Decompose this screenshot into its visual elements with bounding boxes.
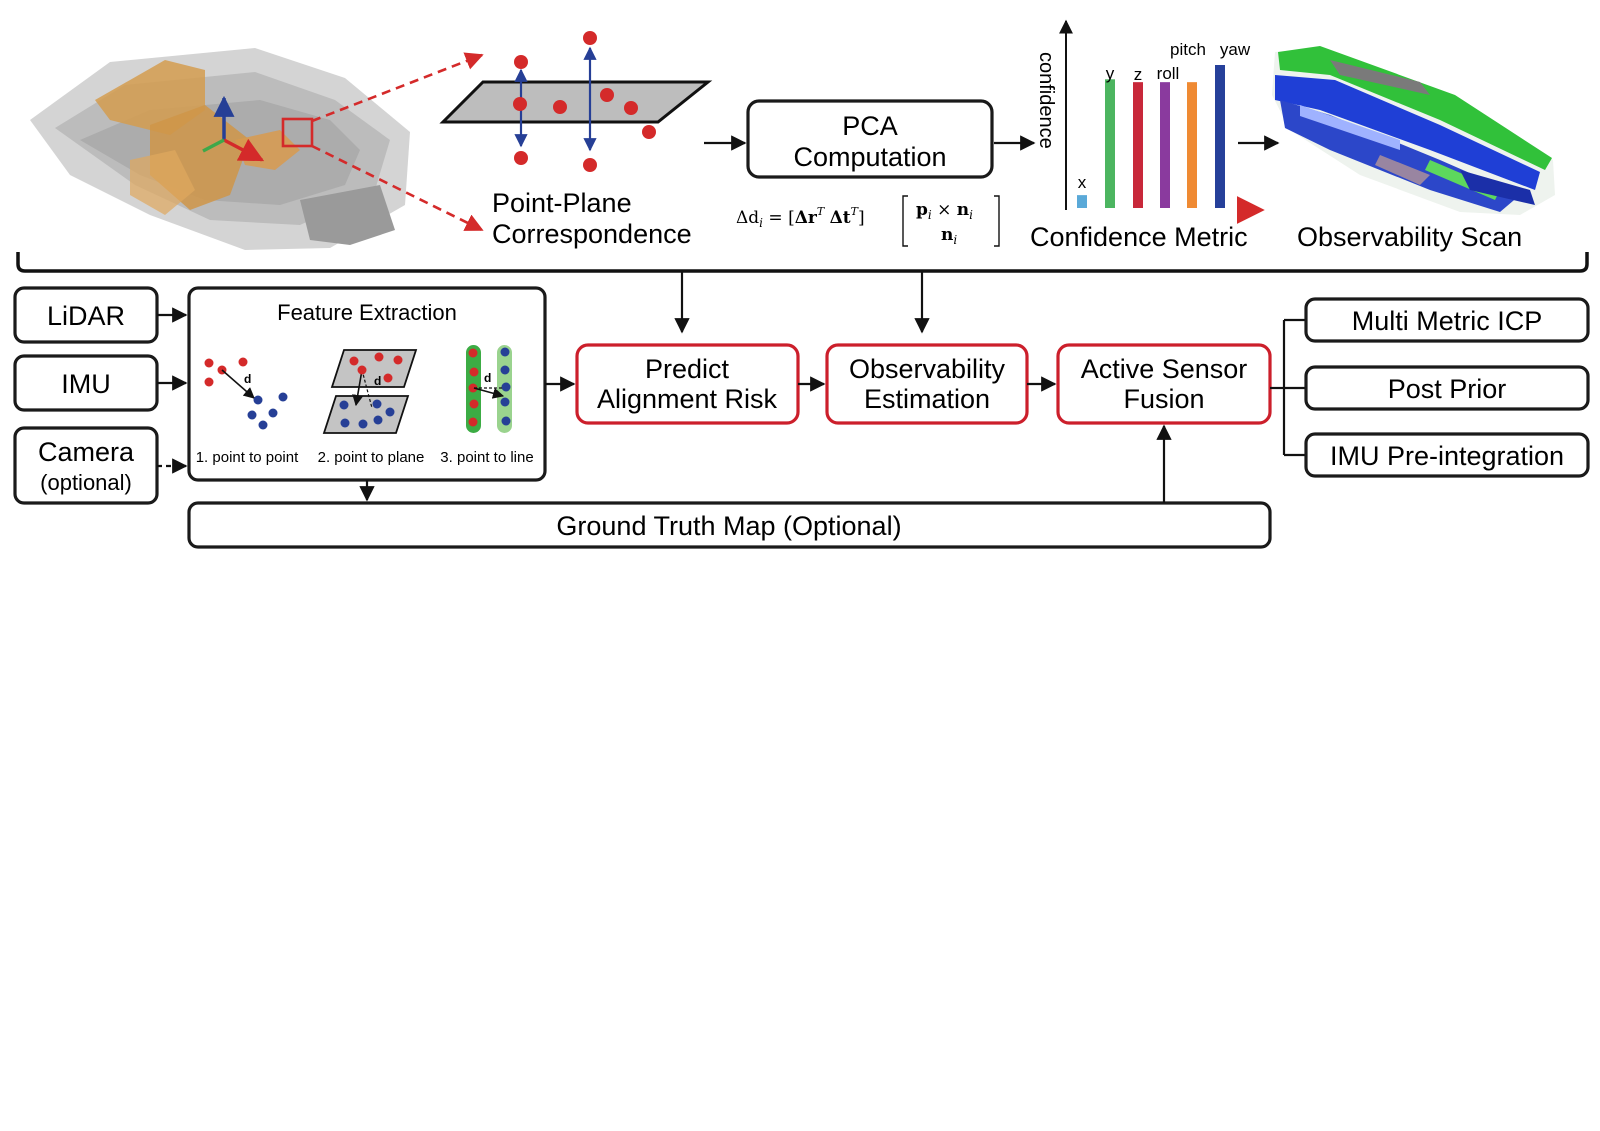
multi-metric-icp-label: Multi Metric ICP: [1352, 306, 1543, 336]
confidence-bar-label-roll: roll: [1157, 64, 1180, 83]
fusion-label-line1: Active Sensor: [1081, 354, 1248, 384]
observability-label-line1: Observability: [849, 354, 1006, 384]
ground-truth-map-box: [187, 501, 1272, 549]
confidence-metric-label: Confidence Metric: [1030, 222, 1248, 252]
imu-label: IMU: [61, 369, 111, 399]
active-sensor-fusion-box: [1056, 343, 1272, 425]
point-plane-illustration: [439, 31, 713, 172]
point-plane-label-line1: Point-Plane: [492, 188, 632, 218]
predict-label-line2: Alignment Risk: [597, 384, 778, 414]
svg-text:pi × ni: pi × ni: [916, 200, 973, 222]
point-to-point-illustration: d: [204, 357, 288, 430]
predict-label-line1: Predict: [645, 354, 730, 384]
top-section-brace: [16, 252, 1589, 273]
imu-preintegration-box: [1304, 432, 1590, 478]
observability-scan-label: Observability Scan: [1297, 222, 1522, 252]
confidence-bar-pitch: [1187, 82, 1197, 208]
camera-label: Camera: [38, 437, 135, 467]
confidence-bar-z: [1133, 82, 1143, 208]
callout-line-top: [311, 52, 484, 123]
svg-text:Δdi = [ΔrT ΔtT]: Δdi = [ΔrT ΔtT]: [736, 205, 865, 230]
confidence-bar-x: [1077, 195, 1087, 208]
fusion-label-line2: Fusion: [1123, 384, 1204, 414]
method-label-point-to-line: 3. point to line: [440, 449, 533, 466]
pca-label-line1: PCA: [842, 111, 898, 141]
confidence-bar-label-y: y: [1106, 64, 1115, 83]
svg-text:ni: ni: [941, 225, 957, 247]
pca-label-line2: Computation: [793, 142, 946, 172]
multi-metric-icp-box: [1304, 297, 1590, 343]
observability-label-line2: Estimation: [864, 384, 990, 414]
post-prior-label: Post Prior: [1388, 374, 1507, 404]
point-to-plane-illustration: d: [322, 349, 418, 434]
point-to-line-illustration: d: [466, 345, 512, 433]
confidence-bar-roll: [1160, 82, 1170, 208]
observability-scan-image: [1272, 46, 1555, 215]
confidence-bar-label-x: x: [1078, 173, 1087, 192]
distance-label-1: d: [244, 372, 251, 386]
ground-truth-map-label: Ground Truth Map (Optional): [556, 511, 901, 541]
point-plane-label-line2: Correspondence: [492, 219, 692, 249]
point-cloud-scene: [30, 48, 410, 250]
camera-optional-label: (optional): [40, 470, 132, 495]
confidence-bar-y: [1105, 79, 1115, 208]
distance-label-3: d: [484, 371, 491, 385]
method-label-point-to-point: 1. point to point: [196, 449, 299, 466]
lidar-label: LiDAR: [47, 301, 125, 331]
pca-computation-box: [746, 99, 994, 179]
distance-label-2: d: [374, 374, 381, 388]
confidence-bar-label-z: z: [1134, 65, 1143, 84]
observability-equation: Δdi = [ΔrT ΔtT] pi × ni ni: [736, 195, 1000, 247]
chart-y-axis-label: confidence: [1035, 52, 1057, 149]
confidence-bar-label-yaw: yaw: [1220, 40, 1251, 59]
post-prior-box: [1304, 365, 1590, 411]
confidence-bar-label-pitch: pitch: [1170, 40, 1206, 59]
method-label-point-to-plane: 2. point to plane: [318, 449, 425, 466]
callout-line-bottom: [311, 144, 484, 232]
imu-preintegration-label: IMU Pre-integration: [1330, 441, 1564, 471]
feature-extraction-title: Feature Extraction: [277, 300, 457, 325]
confidence-bar-yaw: [1215, 65, 1225, 208]
